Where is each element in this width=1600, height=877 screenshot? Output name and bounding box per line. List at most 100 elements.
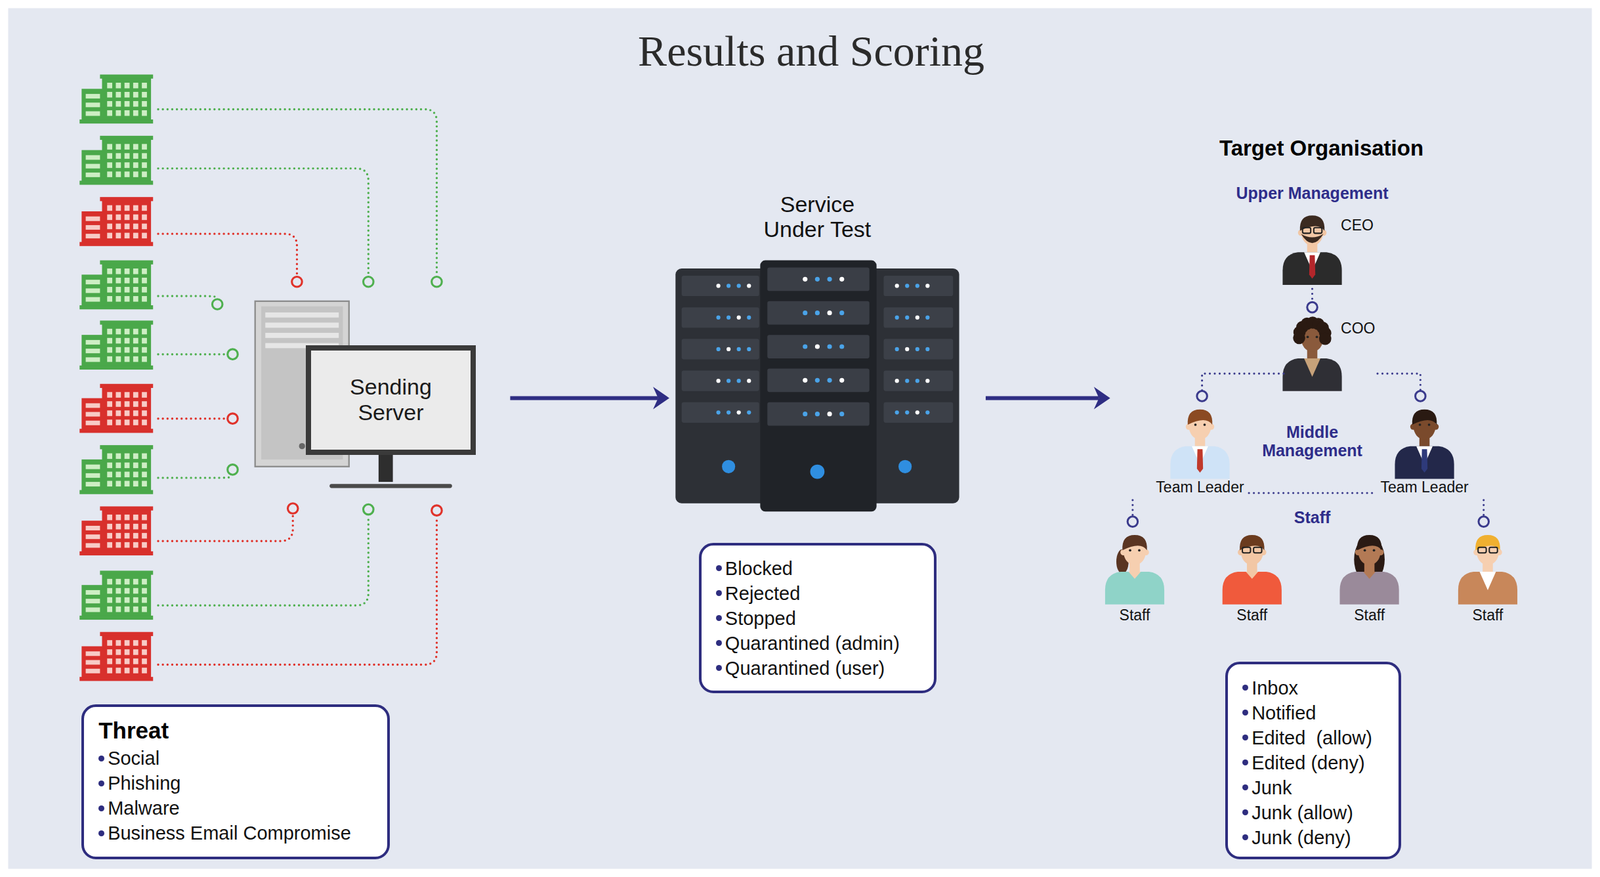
drawing-part: [81, 88, 106, 122]
drawing-part: [85, 589, 101, 595]
drawing-part: [133, 347, 139, 354]
monitor-stand: [378, 453, 394, 483]
drawing-part: [1137, 548, 1141, 552]
drawing-part: [133, 578, 139, 585]
list-item: Social: [98, 745, 380, 771]
person-figure: [1340, 534, 1400, 605]
drawing-part: [1105, 571, 1165, 605]
drawing-part: [133, 597, 139, 604]
drawing-part: [81, 211, 106, 245]
drawing-part: [115, 462, 121, 469]
drawing-part: [124, 232, 130, 239]
drawing-part: [85, 525, 101, 531]
drawing-part: [106, 171, 113, 178]
drawing-part: [106, 578, 113, 585]
drawing-part: [115, 597, 121, 604]
drawing-part: [141, 462, 148, 469]
drawing-part: [133, 514, 139, 521]
drawing-part: [101, 385, 151, 431]
drawing-part: [115, 268, 121, 275]
drawing-part: [85, 607, 101, 612]
drawing-part: [1222, 571, 1282, 605]
drawing-part: [124, 523, 130, 530]
drawing-part: [141, 214, 148, 221]
drawing-part: [133, 542, 139, 548]
drawing-part: [141, 337, 148, 344]
drawing-part: [124, 223, 130, 230]
drawing-part: [106, 410, 113, 417]
drawing-part: [133, 523, 139, 530]
drawing-part: [1245, 571, 1259, 579]
threat-line: [158, 108, 437, 276]
threat-line: [158, 515, 369, 606]
drawing-part: [141, 667, 148, 674]
drawing-part: [133, 277, 139, 284]
building-icon: [79, 260, 153, 310]
drawing-part: [115, 410, 121, 417]
drawing-part: [115, 471, 121, 478]
drawing-part: [1304, 358, 1321, 377]
drawing-part: [839, 276, 844, 282]
drawing-part: [133, 214, 139, 221]
line-end-circle: [227, 464, 239, 476]
drawing-part: [767, 334, 869, 359]
drawing-part: [124, 400, 130, 407]
list-item: Rejected: [715, 580, 927, 606]
drawing-part: [106, 471, 113, 478]
drawing-part: [124, 658, 130, 665]
drawing-part: [1489, 547, 1497, 554]
flow-arrow: [985, 386, 1111, 409]
drawing-part: [124, 110, 130, 117]
drawing-part: [85, 668, 101, 674]
drawing-part: [85, 216, 101, 222]
monitor-base: [329, 483, 453, 488]
drawing-part: [265, 332, 339, 338]
drawing-part: [124, 588, 130, 594]
list-item: Stopped: [715, 605, 927, 631]
drawing-part: [101, 262, 151, 308]
drawing-part: [141, 578, 148, 585]
drawing-part: [1319, 332, 1332, 346]
drawing-part: [141, 356, 148, 363]
box-heading: Threat: [98, 716, 380, 745]
drawing-part: [81, 274, 106, 308]
person-node: Staff: [1456, 528, 1518, 626]
drawing-part: [115, 223, 121, 230]
drawing-part: [133, 337, 139, 344]
drawing-part: [115, 110, 121, 117]
drawing-part: [839, 310, 844, 316]
drawing-part: [124, 295, 130, 302]
drawing-part: [141, 514, 148, 521]
drawing-part: [85, 297, 101, 302]
drawing-part: [1340, 571, 1400, 605]
drawing-part: [85, 339, 101, 345]
drawing-part: [827, 343, 833, 349]
drawing-part: [124, 205, 130, 212]
drawing-part: [85, 111, 101, 117]
drawing-part: [85, 348, 101, 354]
threat-line: [158, 233, 297, 276]
drawing-part: [905, 283, 909, 288]
drawing-part: [133, 667, 139, 674]
drawing-part: [106, 223, 113, 230]
drawing-part: [1282, 252, 1342, 285]
person-figure: [1458, 534, 1518, 605]
drawing-part: [1300, 215, 1326, 231]
drawing-part: [85, 288, 101, 293]
drawing-part: [124, 152, 130, 159]
person-node: Team Leader: [1375, 402, 1474, 501]
drawing-part: [106, 639, 113, 646]
drawing-part: [133, 471, 139, 478]
drawing-part: [1309, 255, 1316, 279]
drawing-part: [99, 135, 153, 140]
drawing-part: [133, 639, 139, 646]
drawing-part: [716, 283, 721, 288]
drawing-part: [99, 320, 153, 325]
drawing-part: [115, 205, 121, 212]
drawing-part: [133, 391, 139, 398]
drawing-part: [726, 378, 731, 383]
drawing-part: [815, 378, 820, 383]
drawing-part: [1300, 233, 1324, 243]
drawing-part: [106, 532, 113, 539]
drawing-part: [106, 328, 113, 335]
